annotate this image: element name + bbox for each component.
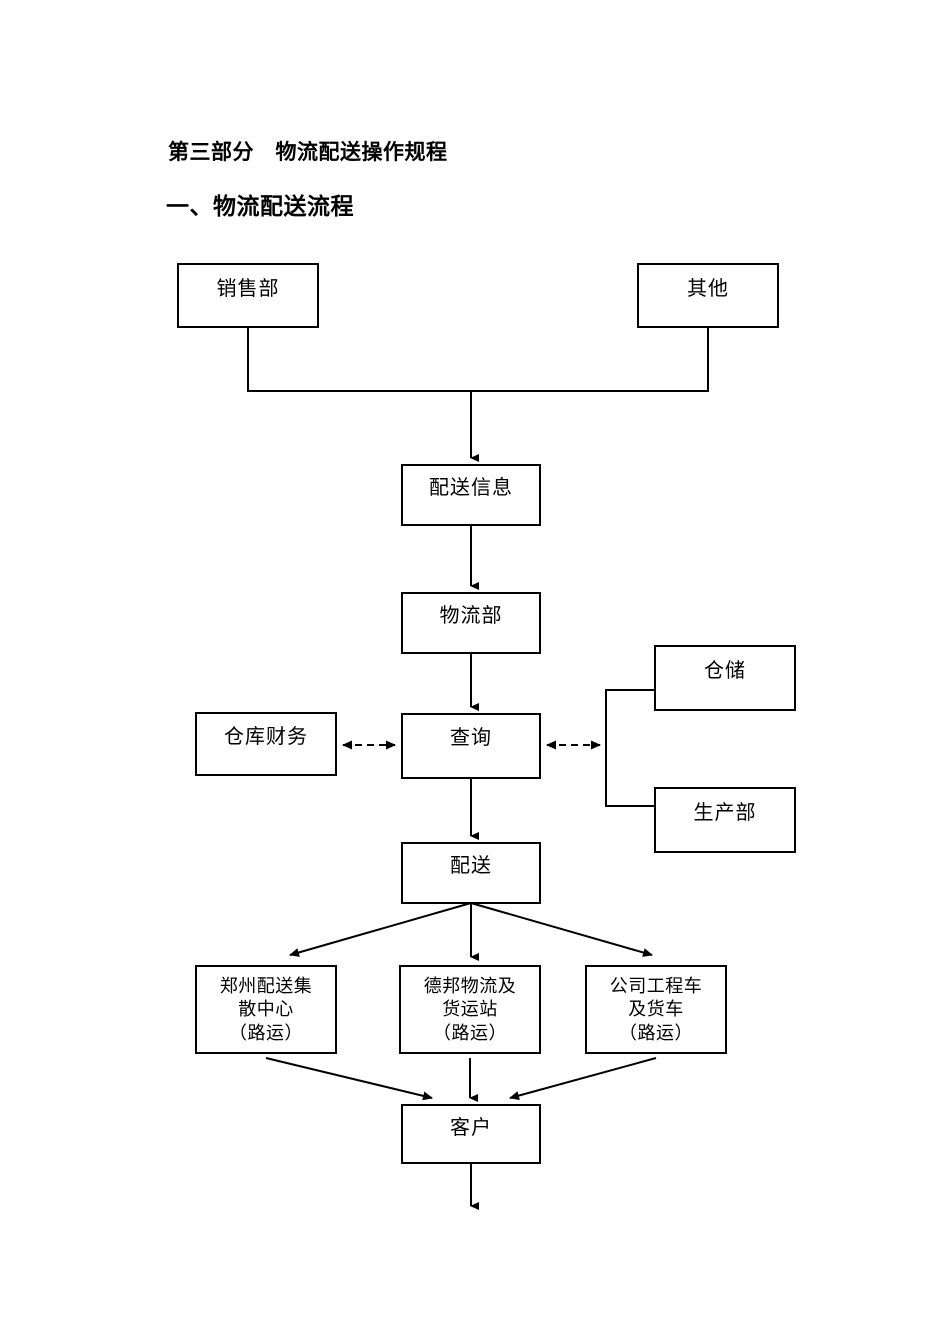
node-distribution: 配送 [401, 842, 541, 904]
node-zhengzhou-hub: 郑州配送集 散中心 （路运） [195, 965, 337, 1054]
node-deppon-logistics-label-line3: （路运） [433, 1023, 507, 1043]
node-logistics-dept: 物流部 [401, 592, 541, 654]
node-zhengzhou-hub-label-line3: （路运） [229, 1023, 303, 1043]
node-zhengzhou-hub-label-line2: 散中心 [238, 999, 294, 1019]
node-other-label: 其他 [687, 277, 729, 300]
arrow-distribution-to-zhengzhou [289, 902, 472, 957]
node-sales-dept-label: 销售部 [217, 277, 280, 300]
node-other: 其他 [637, 263, 779, 328]
node-storage: 仓储 [654, 645, 796, 711]
node-delivery-info: 配送信息 [401, 464, 541, 526]
node-logistics-dept-label: 物流部 [440, 604, 503, 627]
node-customer: 客户 [401, 1104, 541, 1164]
node-deppon-logistics-label-line2: 货运站 [442, 999, 498, 1019]
section-title-logistics-flow: 一、物流配送流程 [166, 194, 354, 219]
arrow-company-vehicles-to-customer [509, 1057, 657, 1100]
node-customer-label: 客户 [450, 1116, 492, 1139]
node-warehouse-finance: 仓库财务 [195, 712, 337, 776]
node-deppon-logistics: 德邦物流及 货运站 （路运） [399, 965, 541, 1054]
node-warehouse-finance-label: 仓库财务 [224, 725, 308, 748]
node-company-vehicles: 公司工程车 及货车 （路运） [585, 965, 727, 1054]
node-company-vehicles-label-line2: 及货车 [628, 999, 684, 1019]
connector-top-merge [247, 327, 709, 392]
arrow-zhengzhou-to-customer [265, 1057, 433, 1101]
node-zhengzhou-hub-label-line1: 郑州配送集 [220, 976, 313, 996]
node-production-dept: 生产部 [654, 787, 796, 853]
node-company-vehicles-label-line3: （路运） [619, 1023, 693, 1043]
node-query: 查询 [401, 713, 541, 779]
page-title-part-three: 第三部分 物流配送操作规程 [168, 140, 448, 164]
node-production-dept-label: 生产部 [694, 801, 757, 824]
node-deppon-logistics-label-line1: 德邦物流及 [424, 976, 517, 996]
node-distribution-label: 配送 [450, 854, 492, 877]
node-storage-label: 仓储 [704, 659, 746, 682]
node-query-label: 查询 [450, 726, 492, 749]
arrow-distribution-to-company-vehicles [470, 902, 653, 957]
node-delivery-info-label: 配送信息 [429, 476, 513, 499]
node-sales-dept: 销售部 [177, 263, 319, 328]
node-company-vehicles-label-line1: 公司工程车 [610, 976, 703, 996]
connector-right-bracket [605, 689, 655, 807]
